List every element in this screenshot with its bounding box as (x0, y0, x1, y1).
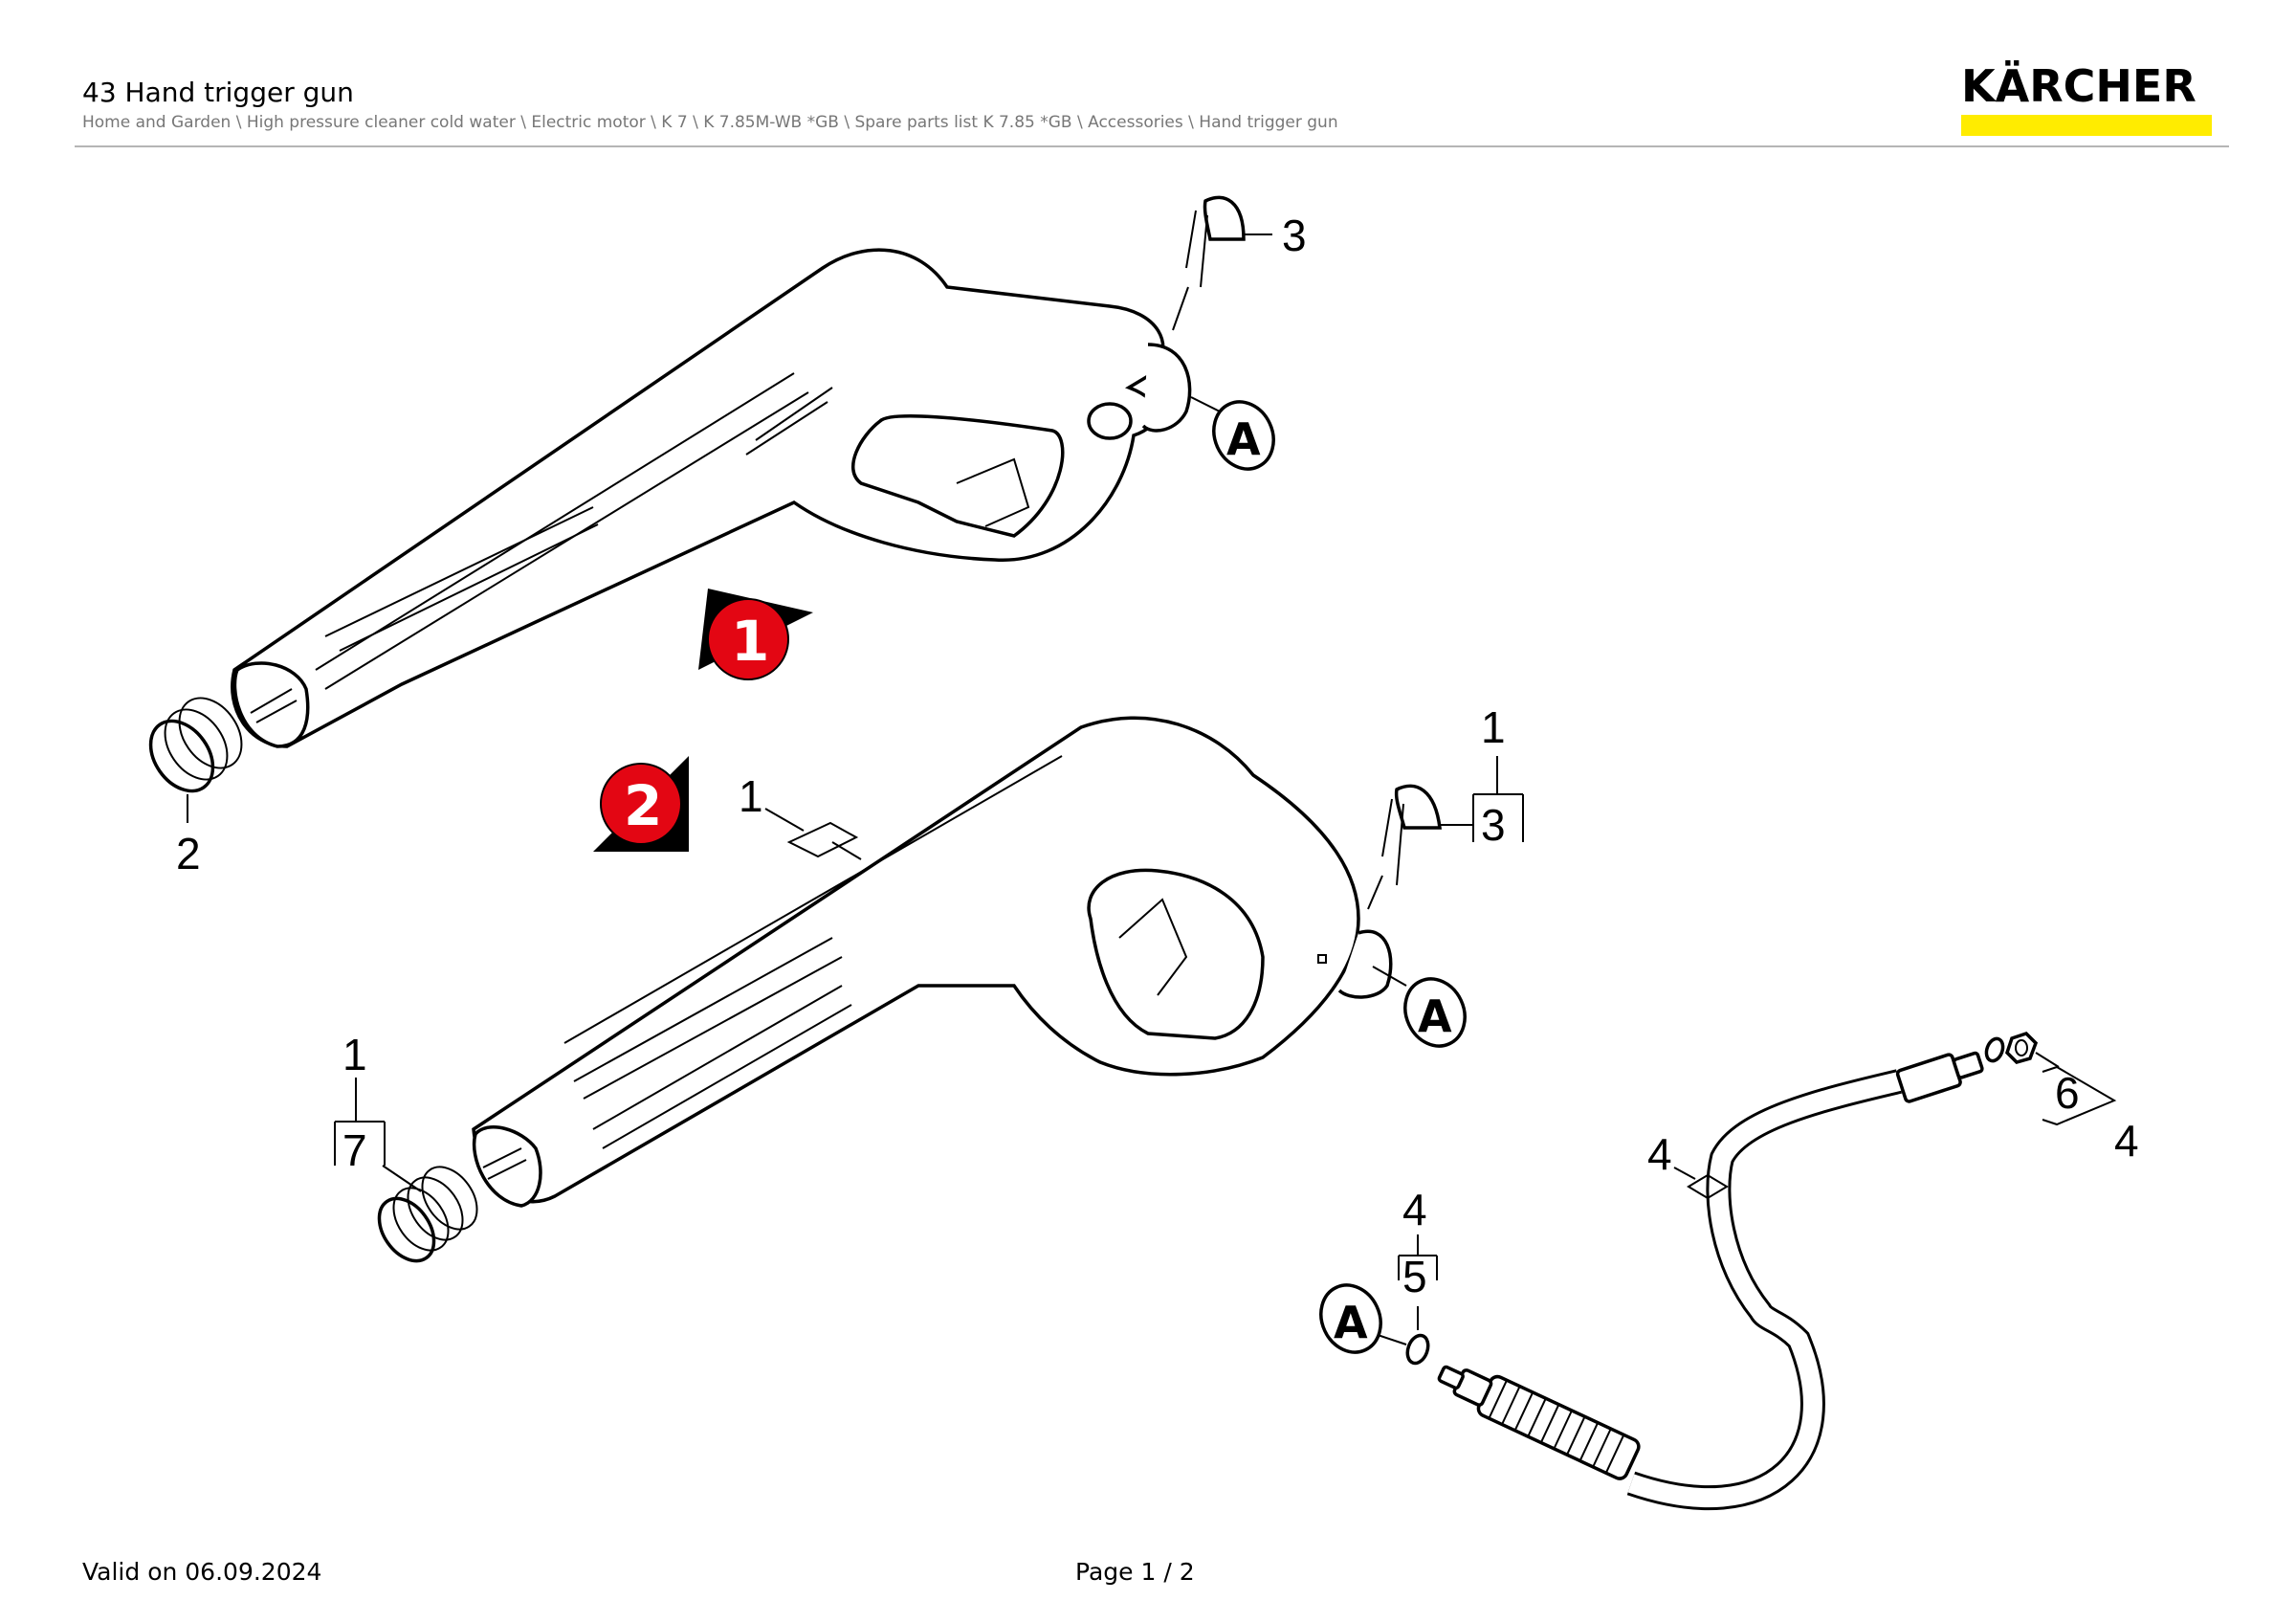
callout-gun1-clip: 3 (1282, 211, 1307, 260)
bracket-gun2-clip (1472, 756, 1524, 842)
connector-marker-a-3: A (1319, 1283, 1407, 1354)
page-number: Page 1 / 2 (1075, 1558, 1195, 1586)
callout-gun2-clip-group: 1 (1481, 702, 1506, 752)
callout-hose-end-group: 4 (2114, 1116, 2139, 1166)
page-title: 43 Hand trigger gun (82, 77, 354, 108)
callout-gun2-spring-group: 1 (342, 1030, 367, 1079)
high-pressure-hose (1437, 1051, 1984, 1511)
callout-gun2-housing: 1 (739, 771, 763, 821)
variant-marker-2: 2 (593, 756, 689, 852)
variant-marker-1: 1 (698, 589, 813, 680)
hand-trigger-gun-2 (472, 716, 1393, 1208)
brand-logo: KÄRCHER (1961, 61, 2212, 136)
callout-hose: 4 (1647, 1129, 1672, 1179)
callout-oring: 5 (1402, 1252, 1427, 1301)
callout-oring-group: 4 (1402, 1185, 1427, 1234)
callout-gun1-spring: 2 (176, 829, 201, 878)
leader-gun2-housing (764, 808, 862, 860)
bracket-gun2-spring (334, 1078, 386, 1166)
brand-logo-bar (1961, 115, 2212, 136)
breadcrumb: Home and Garden \ High pressure cleaner … (82, 113, 1338, 132)
svg-text:A: A (1226, 413, 1261, 465)
header-divider (75, 145, 2229, 147)
clip-part-3 (1172, 195, 1272, 331)
o-ring-part-5 (1405, 1306, 1430, 1366)
svg-text:A: A (1418, 990, 1452, 1042)
hand-trigger-gun-1 (231, 248, 1192, 748)
svg-text:2: 2 (624, 773, 662, 838)
leader-hose (1673, 1167, 1729, 1200)
bracket-oring (1398, 1234, 1438, 1280)
connector-marker-a-1: A (1190, 396, 1275, 471)
bracket-hose-end (2042, 1065, 2117, 1126)
svg-text:1: 1 (731, 609, 769, 674)
clip-part-3-gun2 (1367, 784, 1473, 910)
svg-text:A: A (1334, 1297, 1368, 1348)
connector-marker-a-2: A (1372, 966, 1467, 1048)
brand-logo-wordmark: KÄRCHER (1961, 60, 2197, 112)
callout-gun2-spring: 7 (342, 1125, 367, 1175)
spring-part-7 (377, 1165, 478, 1263)
valid-date: Valid on 06.09.2024 (82, 1558, 322, 1586)
spring-part-2 (148, 697, 243, 823)
hose-end-part-6 (1984, 1031, 2060, 1068)
callout-gun2-clip: 3 (1481, 800, 1506, 850)
callout-hose-end: 6 (2055, 1068, 2080, 1118)
